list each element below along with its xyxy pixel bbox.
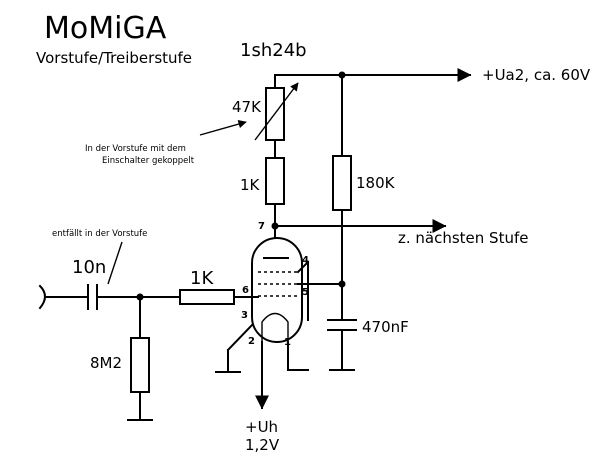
cap-note-label: entfällt in der Vorstufe [52,229,147,239]
tube-type-label: 1sh24b [240,40,307,61]
pin-1-label: 1 [284,337,291,348]
heater-supply-label-1: +Uh [245,418,278,436]
pin-7-label: 7 [258,221,265,232]
anode-resistor [265,157,285,227]
pot-value-label: 47K [232,98,262,116]
pot-note-line1: In der Vorstufe mit dem [85,144,186,154]
pin-3-label: 3 [241,310,248,321]
potentiometer-47k [254,74,299,159]
pin-6-label: 6 [242,285,249,296]
coupling-capacitor-label: 10n [72,257,106,278]
pot-note-line2: Einschalter gekoppelt [102,156,195,166]
diagram-title: MoMiGA [44,11,167,46]
anode-resistor-label: 1K [240,176,261,194]
screen-resistor [332,74,352,321]
screen-capacitor-label: 470nF [362,318,409,336]
screen-capacitor [327,319,357,371]
pin-2-label: 2 [248,336,255,347]
input-circuit [38,284,259,421]
pin-3-ground [215,323,254,373]
cap-note-pointer [107,241,123,285]
leak-resistor-label: 8M2 [90,354,122,372]
pin-5-label: 5 [302,287,309,298]
screen-connection [296,260,346,321]
screen-resistor-label: 180K [356,174,396,192]
pin-1-ground [287,341,309,371]
vacuum-tube-1sh24b [251,225,303,343]
next-stage-label: z. nächsten Stufe [398,229,528,247]
grid-resistor-label: 1K [190,268,214,289]
pin-4-label: 4 [302,255,309,266]
diagram-subtitle: Vorstufe/Treiberstufe [36,49,192,67]
pot-note-arrow [199,120,247,136]
heater-supply-label-2: 1,2V [245,436,280,454]
anode-supply-label: +Ua2, ca. 60V [482,66,591,84]
anode-supply-rail [274,68,472,82]
